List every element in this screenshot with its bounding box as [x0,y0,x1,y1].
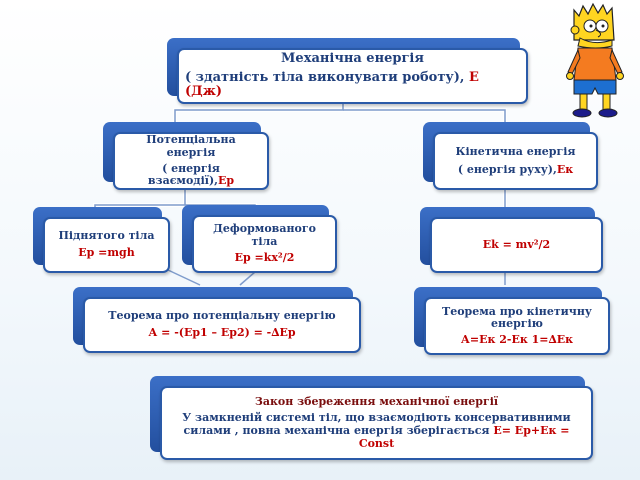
node-title: Теорема про кінетичну енергію [442,304,592,331]
node-formula: Ek = mv²/2 [482,237,551,251]
mechanical-energy-node: Механічна енергія ( здатність тіла викон… [167,38,528,104]
node-symbol: Е (Дж) [185,69,479,100]
node-symbol: Ек [556,162,574,176]
node-symbol: Ер [218,174,235,188]
node-formula: А = -(Ер1 – Ер2) = -∆Ер [148,326,296,339]
potential-energy-node: Потенціальна енергія ( енергія взаємодії… [103,122,269,190]
kinetic-energy-node: Кінетична енергія ( енергія руху),Ек [423,122,598,190]
node-formula: А=Ек 2-Ек 1=∆Ек [460,332,574,346]
node-description: ( енергія руху), [457,162,557,176]
node-description: ( енергія взаємодії), [147,161,220,188]
deformed-body-node: Деформованого тіла Ер =kx²/2 [182,205,337,273]
node-formula: Ер =mgh [78,246,135,259]
kinetic-theorem-node: Теорема про кінетичну енергію А=Ек 2-Ек … [414,287,610,355]
node-title: Механічна енергія [281,50,424,66]
node-title: Кінетична енергія [455,144,576,158]
node-description: У замкненій системі тіл, що взаємодіють … [182,411,571,437]
potential-theorem-node: Теорема про потенціальну енергію А = -(Е… [73,287,361,353]
bart-simpson-illustration [566,2,624,118]
node-formula: Ер =kx²/2 [234,251,295,265]
kinetic-formula-node: Ek = mv²/2 [420,207,603,273]
node-title: Теорема про потенціальну енергію [108,309,336,323]
conservation-law-node: Закон збереження механічної енергії У за… [150,376,593,460]
node-formula: Е= Ер+Ек = Const [358,424,570,450]
node-title: Потенціальна енергія [146,133,236,159]
node-title: Піднятого тіла [58,229,155,243]
raised-body-node: Піднятого тіла Ер =mgh [33,207,170,273]
node-title: Деформованого тіла [213,222,316,248]
node-title: Закон збереження механічної енергії [254,394,499,408]
node-description: ( здатність тіла виконувати роботу), [185,69,465,85]
